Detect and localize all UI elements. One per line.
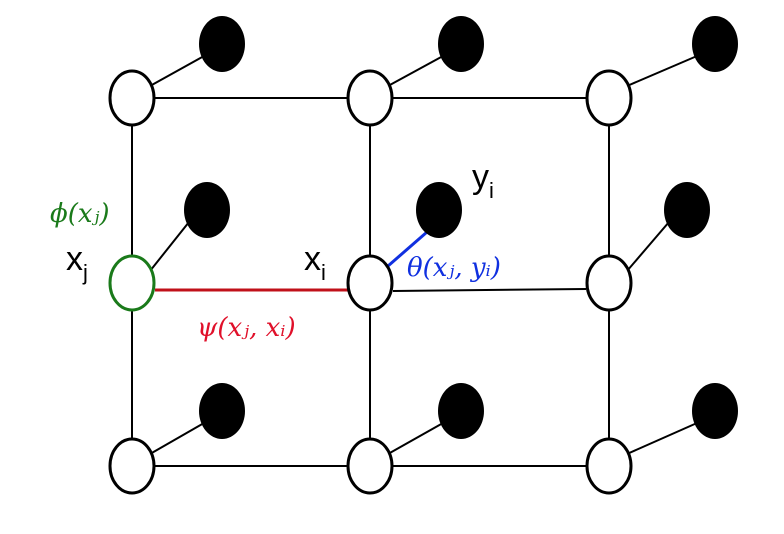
observed-node (692, 16, 738, 72)
label-yi: yi (472, 158, 494, 203)
edge-row-2-right (392, 288, 587, 292)
observed-node (184, 182, 230, 238)
observed-node (199, 383, 245, 439)
edge-observation (387, 55, 444, 87)
hidden-node (108, 437, 156, 495)
edge-observation (626, 55, 698, 87)
node-xi (346, 254, 394, 312)
edge-observation (149, 422, 205, 455)
observed-node (438, 383, 484, 439)
label-psi: ψ(xⱼ, xᵢ) (197, 313, 296, 343)
edge-observation (149, 221, 190, 272)
node-xj (108, 254, 156, 312)
label-xj: xj (66, 240, 88, 285)
hidden-node (585, 69, 633, 127)
edge-observation (626, 422, 698, 455)
hidden-node (346, 437, 394, 495)
edge-theta (387, 230, 428, 268)
label-theta: θ(xⱼ, yᵢ) (407, 253, 501, 283)
label-xi: xi (304, 240, 326, 285)
hidden-node (108, 69, 156, 127)
edge-observation (387, 422, 444, 455)
hidden-node (346, 69, 394, 127)
observed-node (438, 16, 484, 72)
edge-observation (149, 55, 205, 87)
edge-observation (626, 221, 670, 272)
hidden-node (585, 437, 633, 495)
observed-node-yi (416, 182, 462, 238)
observed-node (664, 182, 710, 238)
observed-node (692, 383, 738, 439)
observed-node (199, 16, 245, 72)
label-phi: ϕ(xⱼ) (50, 199, 110, 229)
hidden-node (585, 254, 633, 312)
